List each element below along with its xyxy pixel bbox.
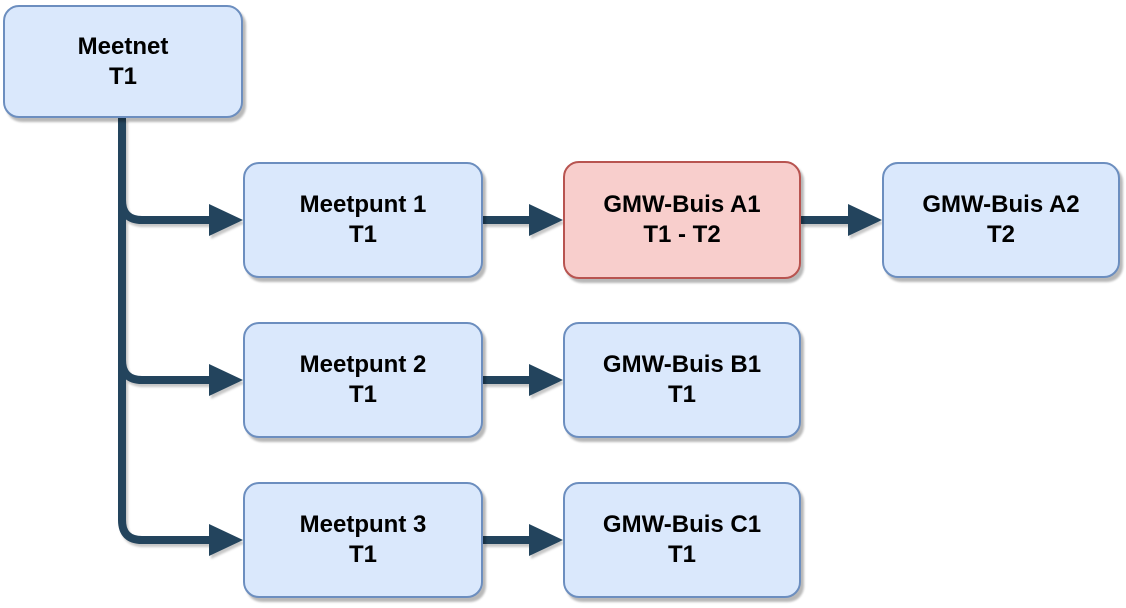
node-gmw-buis-c1: GMW-Buis C1 T1 xyxy=(563,482,801,598)
node-meetpunt-2-label: Meetpunt 2 xyxy=(299,351,427,378)
node-meetnet: Meetnet T1 xyxy=(3,5,243,118)
node-meetnet-period: T1 xyxy=(108,62,137,90)
node-gmw-buis-a1-label: GMW-Buis A1 xyxy=(603,191,761,218)
node-gmw-buis-a1-highlighted: GMW-Buis A1 T1 - T2 xyxy=(563,161,801,279)
node-meetpunt-2-period: T1 xyxy=(348,381,377,408)
node-meetpunt-1: Meetpunt 1 T1 xyxy=(243,162,483,278)
node-gmw-buis-a2-period: T2 xyxy=(986,221,1015,248)
node-meetpunt-3-period: T1 xyxy=(348,541,377,568)
node-gmw-buis-a2-label: GMW-Buis A2 xyxy=(922,191,1080,218)
node-meetpunt-1-label: Meetpunt 1 xyxy=(299,191,427,218)
node-gmw-buis-c1-label: GMW-Buis C1 xyxy=(602,511,762,538)
connector-meetnet-meetpunt1 xyxy=(118,118,243,236)
node-gmw-buis-a2: GMW-Buis A2 T2 xyxy=(882,162,1120,278)
connector-meetnet-meetpunt3 xyxy=(118,118,243,556)
node-gmw-buis-b1: GMW-Buis B1 T1 xyxy=(563,322,801,438)
connector-meetnet-meetpunt2 xyxy=(118,118,243,396)
node-meetnet-label: Meetnet xyxy=(77,32,169,60)
node-meetpunt-1-period: T1 xyxy=(348,221,377,248)
node-gmw-buis-b1-label: GMW-Buis B1 xyxy=(602,351,762,378)
node-meetpunt-2: Meetpunt 2 T1 xyxy=(243,322,483,438)
node-gmw-buis-c1-period: T1 xyxy=(667,541,696,568)
node-meetpunt-3-label: Meetpunt 3 xyxy=(299,511,427,538)
node-meetpunt-3: Meetpunt 3 T1 xyxy=(243,482,483,598)
node-gmw-buis-b1-period: T1 xyxy=(667,381,696,408)
node-gmw-buis-a1-period: T1 - T2 xyxy=(643,221,721,248)
